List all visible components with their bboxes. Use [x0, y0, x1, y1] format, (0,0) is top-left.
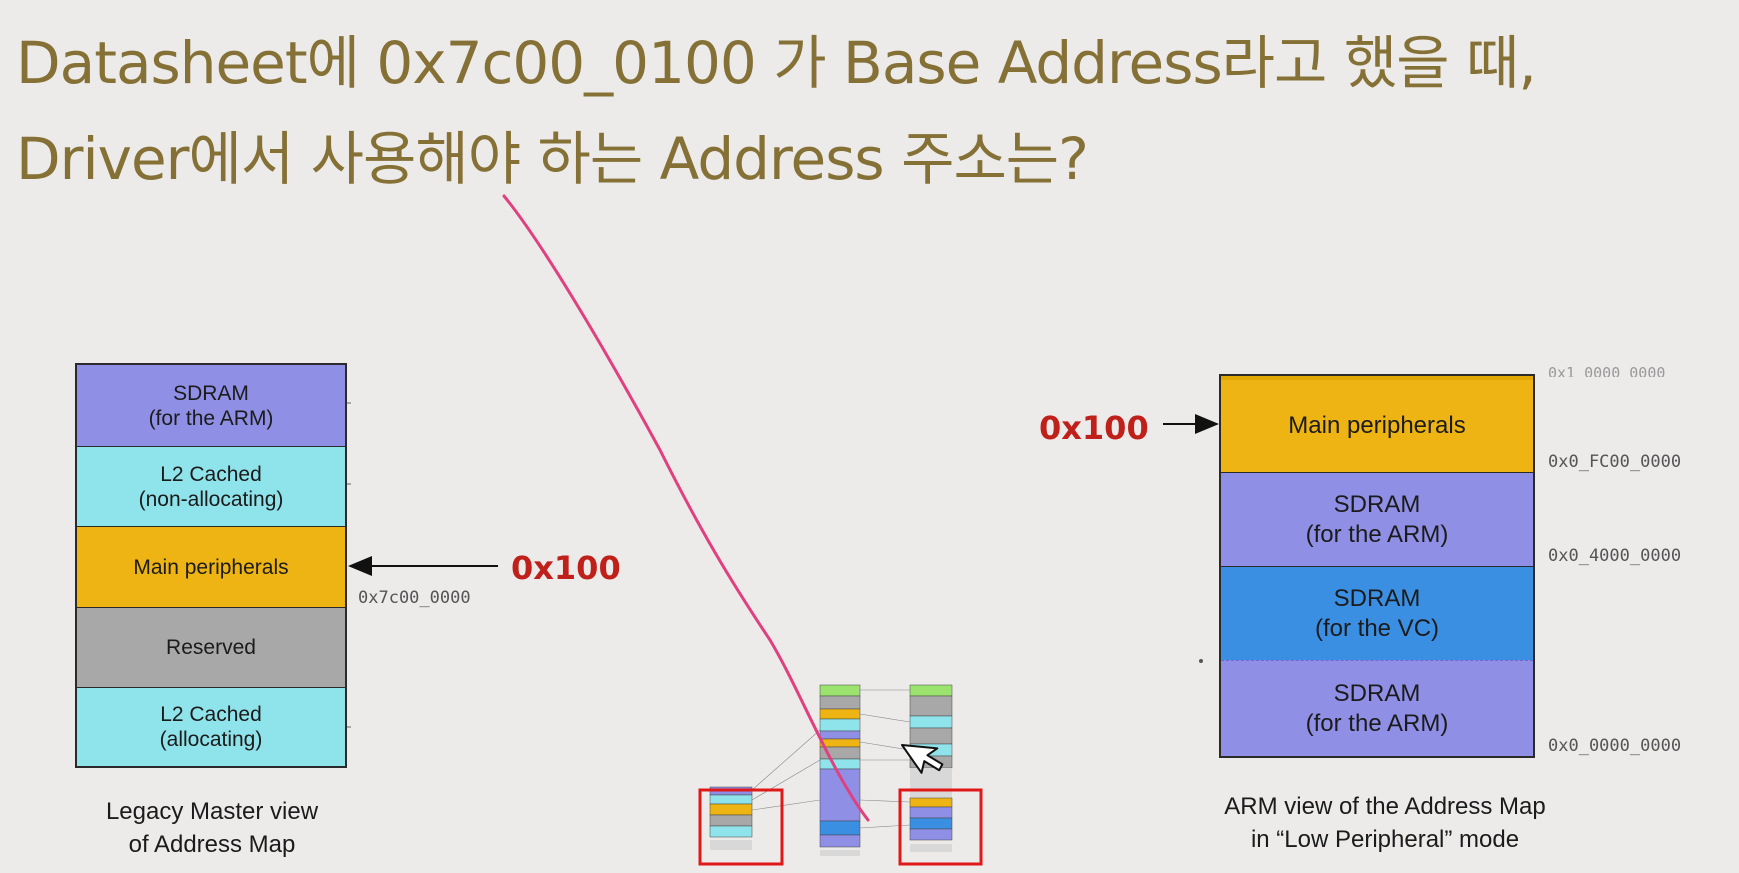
left-block-sdram-arm: SDRAM (for the ARM)	[77, 365, 345, 446]
arm-low-peripheral-address-map: Main peripherals SDRAM (for the ARM) SDR…	[1219, 374, 1535, 758]
right-block-sdram-arm-upper: SDRAM (for the ARM)	[1221, 472, 1533, 566]
thumb-highlight-right	[898, 788, 983, 866]
pen-annotation-stroke	[502, 194, 870, 822]
left-offset-label: 0x100	[511, 549, 621, 587]
right-address-label-4000: 0x0_4000_0000	[1548, 546, 1682, 566]
left-address-label: 0x7c00_0000	[358, 588, 471, 608]
right-offset-label: 0x100	[1039, 409, 1149, 447]
thumb-right-column	[909, 684, 953, 852]
mouse-cursor-icon	[901, 744, 944, 774]
right-block-main-peripherals: Main peripherals	[1221, 376, 1533, 472]
thumb-left-column	[709, 786, 753, 850]
thumb-middle-column	[819, 684, 861, 856]
right-block-sdram-vc: SDRAM (for the VC)	[1221, 566, 1533, 660]
left-block-main-peripherals: Main peripherals	[77, 526, 345, 607]
question-line-1: Datasheet에 0x7c00_0100 가 Base Address라고 …	[16, 29, 1537, 97]
left-block-l2-allocating: L2 Cached (allocating)	[77, 687, 345, 766]
legacy-master-address-map: SDRAM (for the ARM) L2 Cached (non-alloc…	[75, 363, 347, 768]
thumb-highlight-left	[698, 788, 784, 866]
right-address-label-0000: 0x0_0000_0000	[1548, 736, 1682, 756]
right-block-sdram-arm-lower: SDRAM (for the ARM)	[1221, 660, 1533, 756]
left-block-l2-non-allocating: L2 Cached (non-allocating)	[77, 446, 345, 526]
left-map-tick-marks	[347, 402, 351, 728]
left-map-caption: Legacy Master view of Address Map	[105, 798, 319, 858]
right-address-label-fc00: 0x0_FC00_0000	[1548, 452, 1682, 472]
thumb-connector-lines	[751, 689, 911, 829]
left-block-reserved: Reserved	[77, 607, 345, 687]
question-line-2: Driver에서 사용해야 하는 Address 주소는?	[16, 125, 1089, 193]
right-map-caption: ARM view of the Address Map in “Low Peri…	[1224, 793, 1546, 853]
right-map-dot	[1199, 659, 1203, 663]
